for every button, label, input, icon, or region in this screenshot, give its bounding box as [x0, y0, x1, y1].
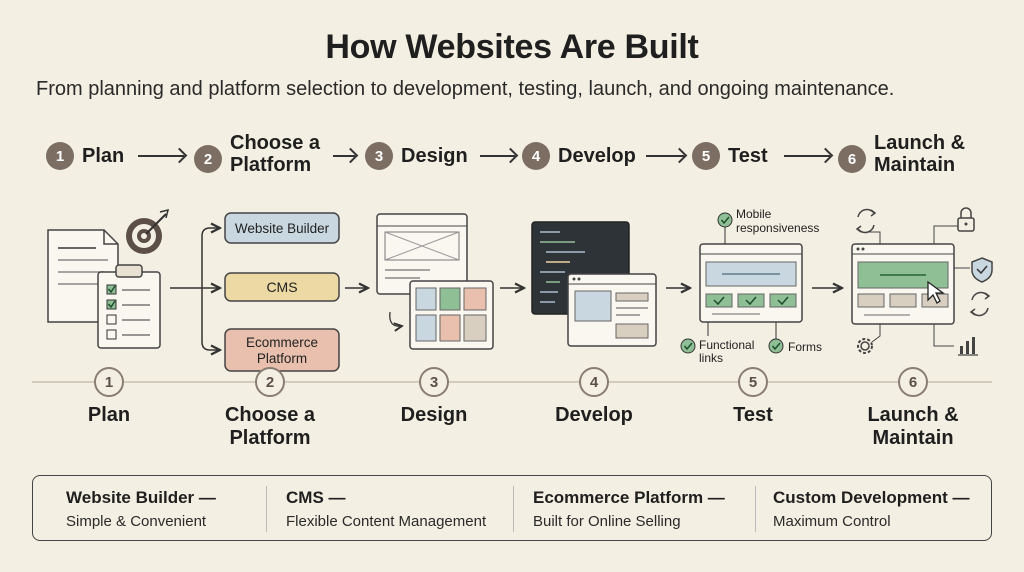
browser-preview: [567, 273, 657, 347]
connector-arrow: [201, 288, 220, 350]
ecommerce-box: Ecommerce Platform: [224, 328, 340, 372]
checkmark-icon: [680, 322, 709, 354]
flow-step-design: 3 Design: [365, 142, 468, 170]
refresh-icon: [855, 208, 881, 244]
legend-divider: [755, 486, 756, 532]
timeline-label: Choose a Platform: [205, 404, 335, 450]
timeline-label-line: Maintain: [872, 427, 954, 449]
cms-label: CMS: [266, 279, 297, 295]
legend-desc: Flexible Content Management: [286, 513, 487, 530]
checkmark-icon: [717, 212, 733, 244]
page-subtitle: From planning and platform selection to …: [36, 78, 895, 100]
legend-title: Website Builder —: [66, 488, 216, 507]
flow-step-number: 2: [194, 145, 222, 173]
flow-step-label: Test: [728, 145, 768, 167]
legend-item-custom: Custom Development — Maximum Control: [773, 488, 969, 530]
legend-desc: Built for Online Selling: [533, 513, 681, 530]
flow-arrow: [784, 155, 830, 157]
timeline-number: 4: [579, 367, 609, 397]
flow-step-number: 4: [522, 142, 550, 170]
flow-step-label-line: Platform: [230, 154, 312, 176]
shield-icon: [954, 257, 993, 283]
flow-step-plan: 1 Plan: [46, 142, 124, 170]
timeline-number: 6: [898, 367, 928, 397]
timeline-label-line: Platform: [229, 427, 311, 449]
test-browser: [699, 243, 803, 323]
timeline-label: Launch & Maintain: [848, 404, 978, 450]
checkmark-icon: [768, 322, 784, 354]
flow-step-launch: 6 Launch & Maintain: [838, 132, 965, 176]
test-callout-forms: Forms: [788, 340, 822, 354]
legend-item-cms: CMS — Flexible Content Management: [286, 488, 486, 530]
legend-desc: Maximum Control: [773, 513, 891, 530]
connector-arrow: [201, 228, 220, 288]
legend-title: Ecommerce Platform —: [533, 488, 725, 507]
flow-step-label: Choose a Platform: [230, 132, 320, 176]
target-icon: [126, 208, 170, 254]
launch-browser: [851, 243, 955, 325]
timeline-number: 2: [255, 367, 285, 397]
timeline-number: 1: [94, 367, 124, 397]
platform-legend: Website Builder — Simple & Convenient CM…: [32, 475, 992, 541]
design-mockup: [409, 280, 494, 350]
connector-arrow: [389, 311, 402, 326]
ecommerce-label-line-1: Ecommerce: [246, 335, 318, 350]
flow-step-label: Develop: [558, 145, 636, 167]
refresh-icon: [969, 291, 991, 317]
flow-step-label-line: Maintain: [874, 154, 956, 176]
flow-step-number: 6: [838, 145, 866, 173]
flow-arrow: [138, 155, 184, 157]
legend-divider: [266, 486, 267, 532]
page-title: How Websites Are Built: [325, 28, 699, 66]
website-builder-label: Website Builder: [235, 221, 330, 236]
timeline-label-line: Choose a: [224, 404, 316, 426]
process-flow: 1 Plan 2 Choose a Platform 3 Design 4 De…: [0, 132, 1024, 200]
ecommerce-label-line-2: Platform: [257, 351, 307, 366]
flow-arrow: [480, 155, 515, 157]
bar-chart-icon: [933, 324, 978, 356]
flow-step-develop: 4 Develop: [522, 142, 636, 170]
timeline-number: 5: [738, 367, 768, 397]
timeline-label: Design: [400, 404, 468, 426]
timeline-number: 3: [419, 367, 449, 397]
gear-icon: [857, 324, 881, 354]
timeline-label: Plan: [87, 404, 131, 426]
timeline-label-line: Launch &: [867, 404, 959, 426]
flow-step-label-line: Choose a: [230, 132, 321, 154]
timeline-label: Test: [733, 404, 773, 426]
flow-step-label-line: Launch &: [874, 132, 966, 154]
cms-box: CMS: [224, 272, 340, 302]
flow-arrow: [333, 155, 355, 157]
flow-step-label: Design: [401, 145, 468, 167]
flow-step-test: 5 Test: [692, 142, 768, 170]
test-callout-links-line-1: Functional: [699, 338, 754, 352]
flow-step-label: Plan: [82, 145, 125, 167]
legend-divider: [513, 486, 514, 532]
legend-title: CMS —: [286, 488, 346, 507]
clipboard-icon: [97, 264, 161, 349]
test-callout-mobile-line-2: responsiveness: [736, 221, 819, 235]
legend-desc: Simple & Convenient: [66, 513, 207, 530]
legend-title: Custom Development —: [773, 488, 970, 507]
test-callout-mobile-line-1: Mobile: [736, 207, 772, 221]
test-callout-links-line-2: links: [699, 351, 723, 365]
flow-step-number: 1: [46, 142, 74, 170]
timeline-label: Develop: [555, 404, 633, 426]
flow-step-label: Launch & Maintain: [874, 132, 965, 176]
lock-icon: [933, 207, 975, 244]
legend-item-ecommerce: Ecommerce Platform — Built for Online Se…: [533, 488, 725, 530]
website-builder-box: Website Builder: [224, 212, 340, 244]
legend-item-website-builder: Website Builder — Simple & Convenient: [66, 488, 216, 530]
flow-step-platform: 2 Choose a Platform: [194, 132, 320, 176]
cursor-icon: [927, 280, 945, 304]
flow-step-number: 3: [365, 142, 393, 170]
flow-arrow: [646, 155, 684, 157]
flow-step-number: 5: [692, 142, 720, 170]
